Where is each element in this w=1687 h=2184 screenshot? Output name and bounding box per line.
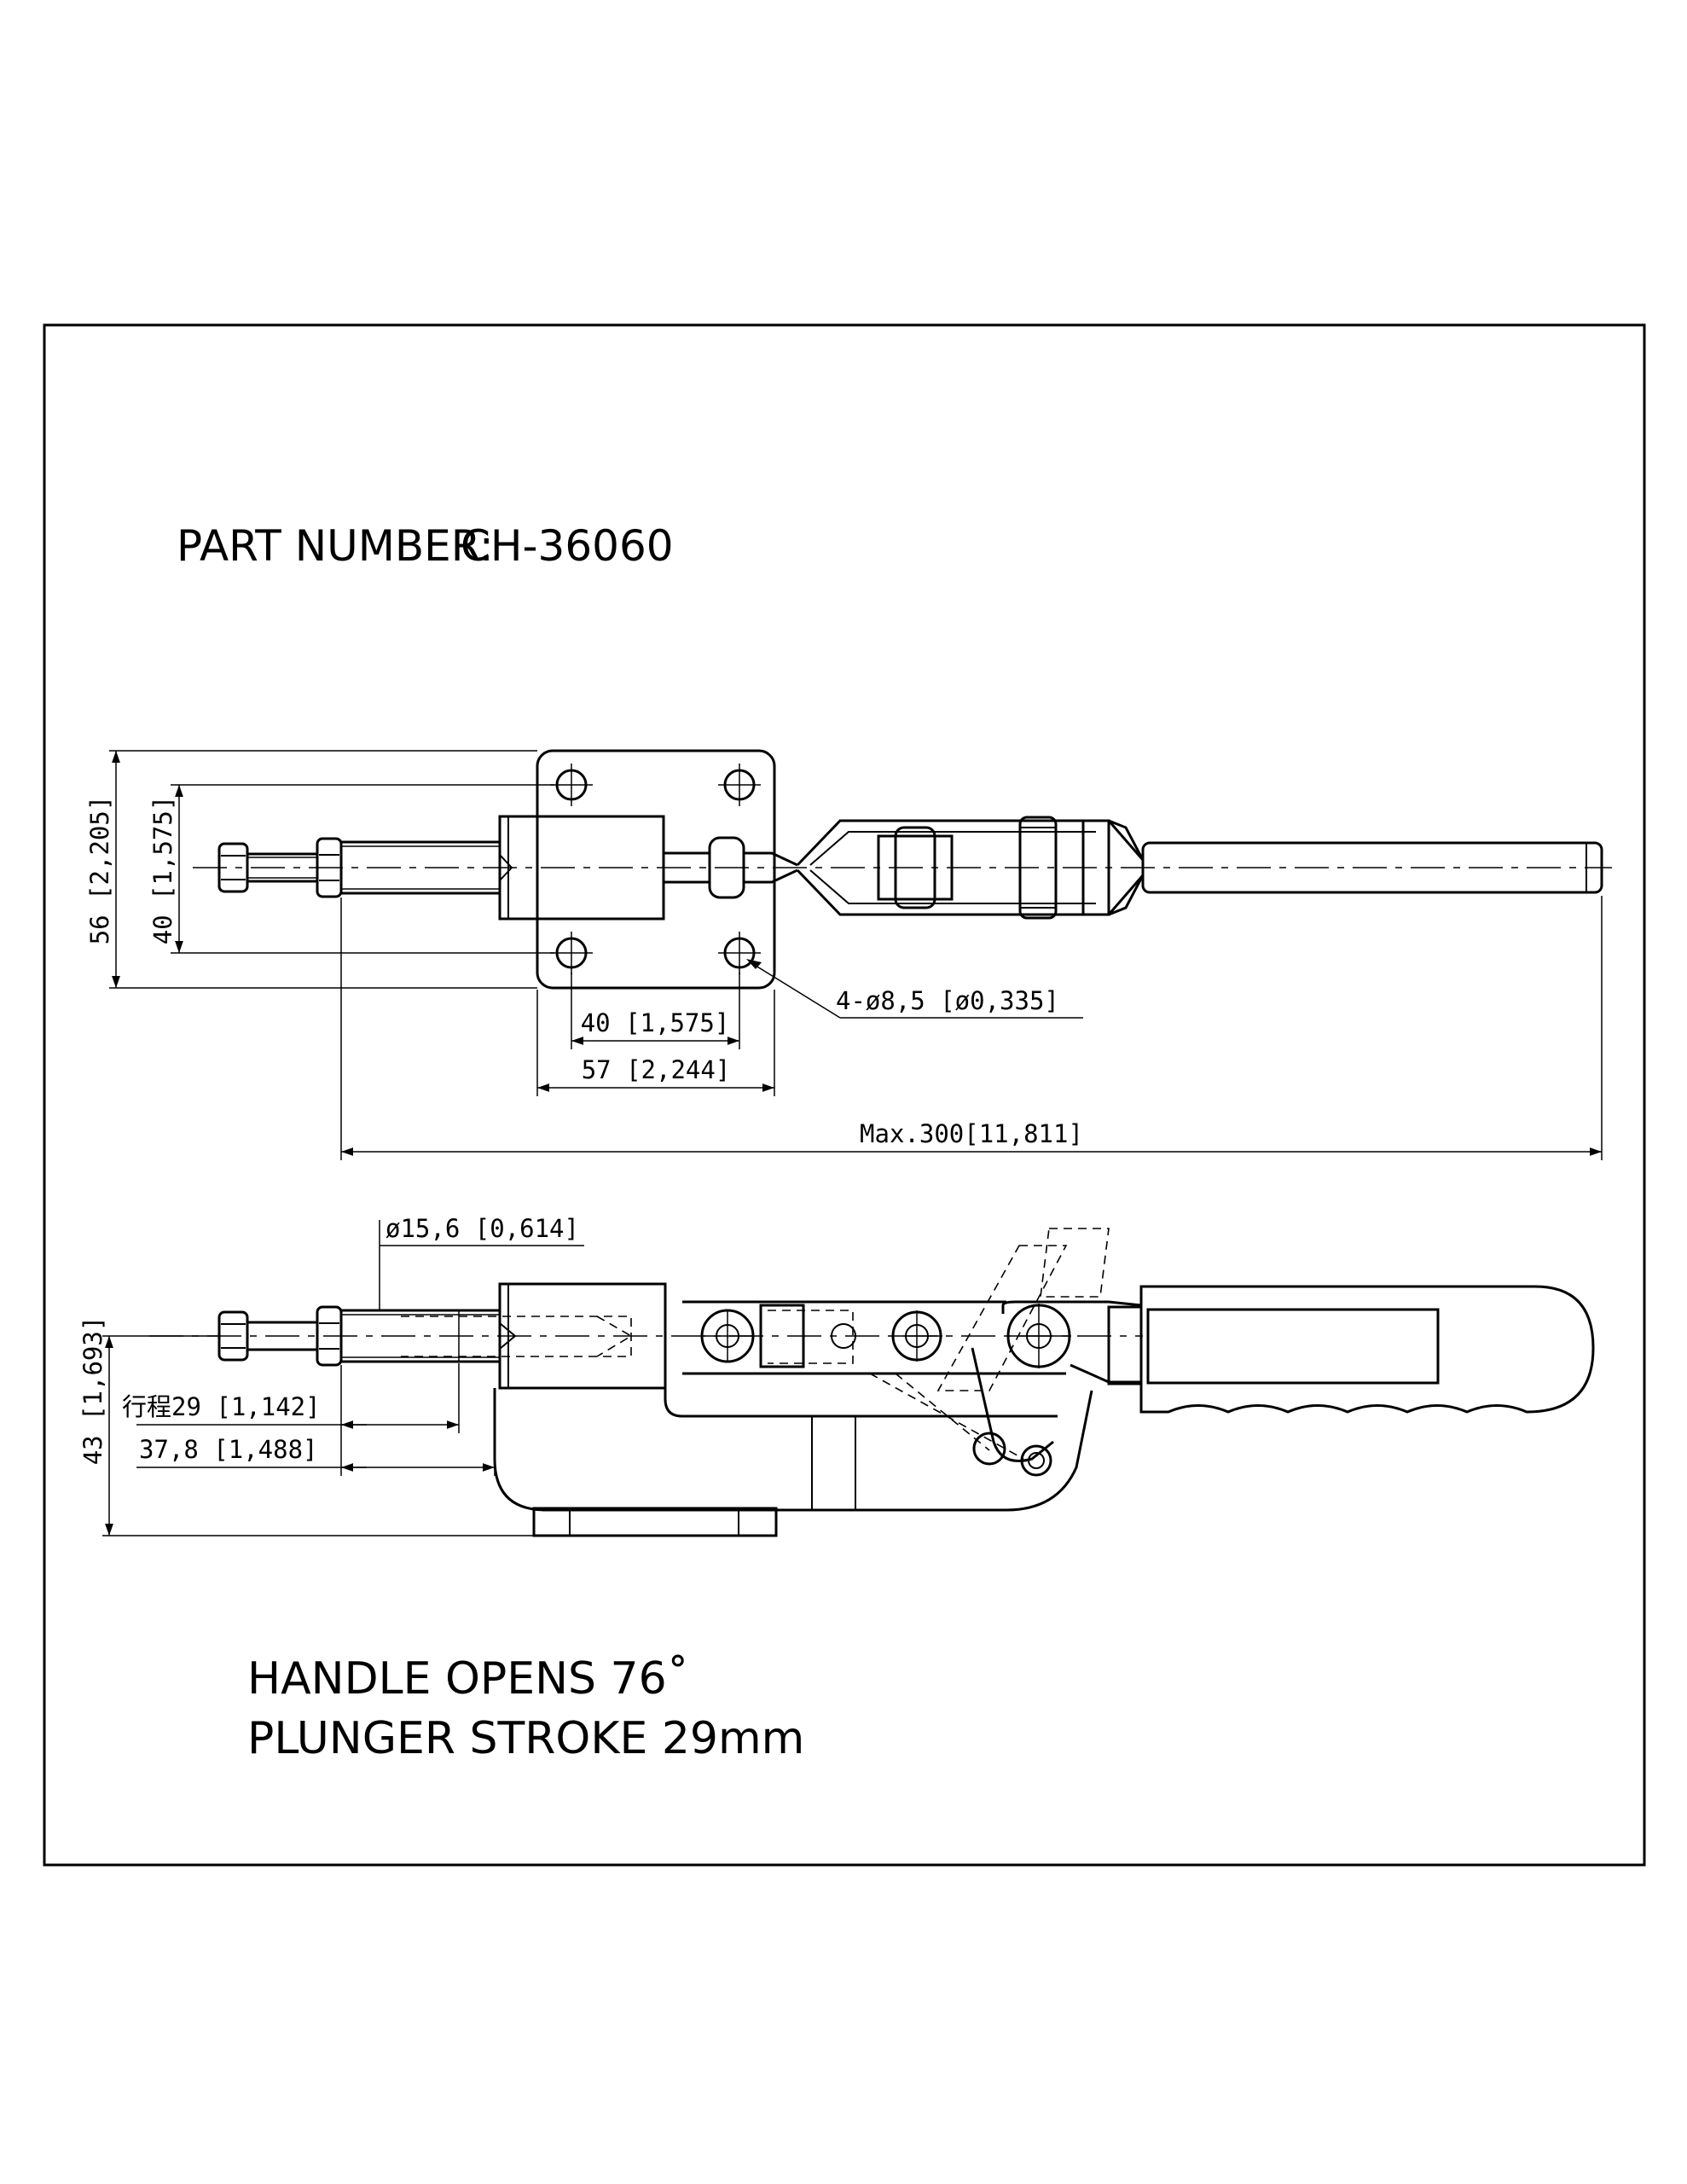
hole-leader — [752, 963, 1083, 1019]
toggle-linkage — [796, 819, 1145, 916]
part-number-label: PART NUMBER: — [177, 521, 494, 571]
dim-base-width: 57 [2,244] — [582, 1055, 731, 1084]
plunger-housing — [498, 815, 665, 921]
dim-holes: 4-ø8,5 [ø0,335] — [836, 986, 1059, 1015]
dim-extension: 37,8 [1,488] — [139, 1435, 318, 1464]
rear-link-pin — [972, 1432, 1006, 1466]
drawing-frame — [43, 323, 1646, 1867]
side-view: ø15,6 [0,614] 行程29 [1,142] 37,8 [1,488] … — [78, 1214, 1595, 1537]
dim-stroke: 行程29 [1,142] — [122, 1392, 321, 1421]
dim-hole-height: 40 [1,575] — [148, 796, 177, 945]
note-handle-opens: HANDLE OPENS 76˚ — [247, 1653, 689, 1705]
knurled-grip — [1139, 1285, 1595, 1414]
front-link-pin — [708, 836, 745, 899]
note-plunger-stroke: PLUNGER STROKE 29mm — [247, 1713, 804, 1764]
grip-insert — [1146, 1308, 1440, 1385]
threaded-plunger — [339, 840, 501, 895]
side-threaded-plunger — [339, 1309, 501, 1363]
dim-height: 43 [1,693] — [78, 1316, 107, 1466]
dim-diameter: ø15,6 [0,614] — [386, 1214, 579, 1243]
base-flange — [532, 1507, 778, 1537]
base-plate — [536, 749, 776, 990]
dim-max-length: Max.300[11,811] — [860, 1119, 1083, 1148]
dim-overall-height: 56 [2,205] — [85, 796, 114, 945]
top-view: 56 [2,205] 40 [1,575] 40 [1,575] 57 [2,2… — [85, 749, 1612, 1160]
dim-hole-pitch: 40 [1,575] — [581, 1008, 730, 1037]
open-position-handle — [936, 1245, 1068, 1391]
hex-head-bolt — [217, 842, 249, 893]
clamp-base — [493, 1388, 1093, 1512]
part-number-value: CH-36060 — [461, 521, 674, 571]
handle-bar — [1141, 841, 1603, 894]
